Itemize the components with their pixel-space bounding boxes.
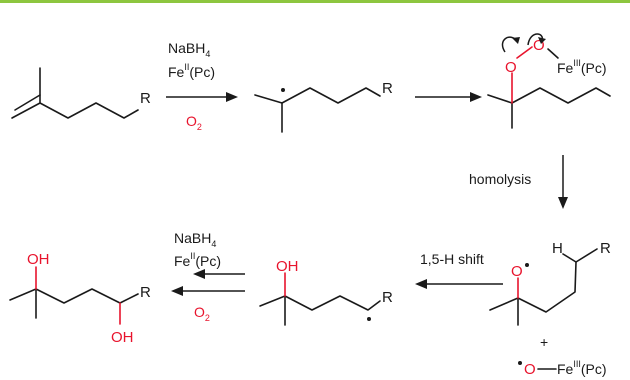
- peroxo-o2: O: [533, 37, 545, 54]
- shift-label: 1,5-H shift: [420, 251, 484, 267]
- r-label-4: R: [600, 240, 611, 257]
- oh-label-6a: OH: [27, 251, 50, 268]
- plus-sign: +: [540, 334, 548, 350]
- r-label-5: R: [382, 289, 393, 306]
- starting-alkene: R: [11, 67, 151, 119]
- oh-label-5: OH: [276, 258, 299, 275]
- alkoxy-o: O: [511, 263, 523, 280]
- homolysis-label: homolysis: [469, 171, 531, 187]
- oh-label-6b: OH: [111, 329, 134, 346]
- peroxo-iron-intermediate: O O FeIII(Pc): [487, 33, 611, 129]
- iron-o: O: [524, 361, 536, 378]
- top-rule: [0, 0, 630, 3]
- r-label-1: R: [140, 90, 151, 107]
- r-label-2: R: [382, 80, 393, 97]
- alkoxy-radical: O H R +: [489, 240, 611, 350]
- svg-text:NaBH4: NaBH4: [174, 230, 216, 249]
- iron-complex-label-1: FeIII(Pc): [557, 58, 607, 76]
- reaction-arrow-2: [415, 92, 482, 102]
- reaction-arrow-final: [171, 269, 245, 296]
- svg-text:NaBH4: NaBH4: [168, 40, 210, 59]
- svg-text:O2: O2: [194, 304, 210, 323]
- reagent-block-2: NaBH4 FeII(Pc) O2: [174, 230, 221, 323]
- r-label-6: R: [140, 284, 151, 301]
- reagent-block-1: NaBH4 FeII(Pc) O2: [168, 40, 215, 132]
- h-label: H: [552, 240, 563, 257]
- svg-text:FeII(Pc): FeII(Pc): [168, 62, 215, 80]
- svg-text:O2: O2: [186, 113, 202, 132]
- hydrogen-shift-arrow: 1,5-H shift: [415, 251, 503, 289]
- diol-product: OH OH R: [9, 251, 151, 346]
- hydroxy-radical: OH R: [259, 258, 393, 326]
- peroxo-o1: O: [505, 59, 517, 76]
- svg-text:FeII(Pc): FeII(Pc): [174, 251, 221, 269]
- homolysis-arrow: homolysis: [469, 155, 568, 209]
- tertiary-radical: R: [254, 80, 393, 133]
- reaction-arrow-1: [166, 92, 238, 102]
- iron-complex-label-2: FeIII(Pc): [557, 359, 607, 377]
- iron-radical-byproduct: O FeIII(Pc): [518, 359, 607, 378]
